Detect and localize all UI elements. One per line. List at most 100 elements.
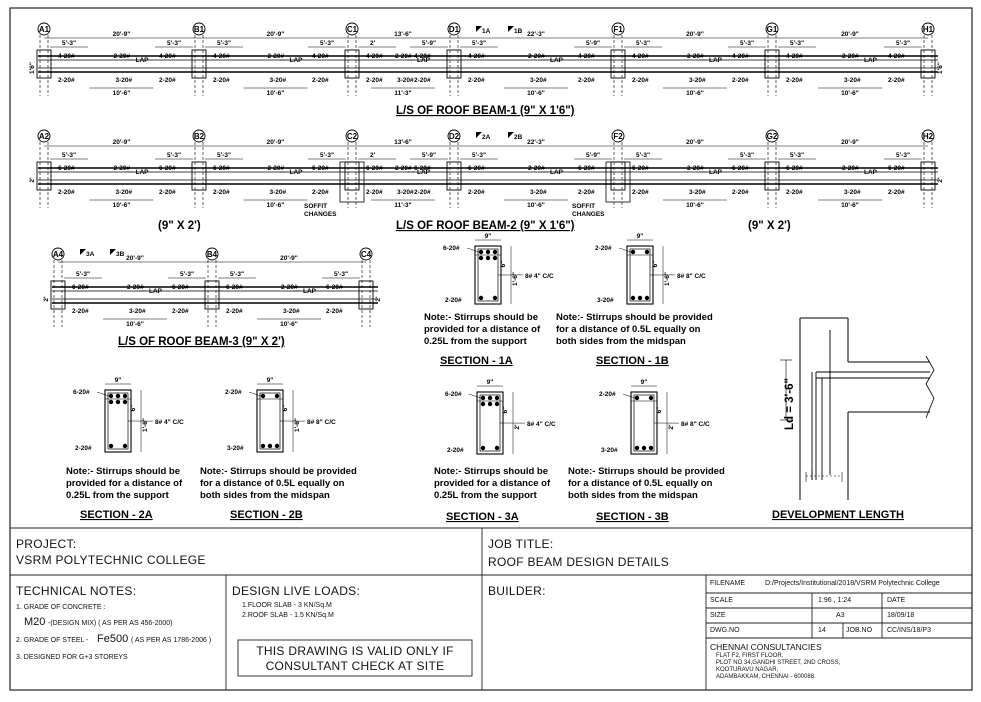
beam1-lap-dimension: 10'-6" bbox=[686, 90, 704, 97]
beam2-bottom-bar-label: 2-20# bbox=[888, 189, 905, 196]
beam2-span-label: 22'-3" bbox=[527, 139, 545, 146]
beam3-top-extra-bar-label: 6-20# bbox=[226, 284, 243, 291]
s3a-note-line: Note:- Stirrups should be bbox=[434, 466, 548, 477]
s1b-top-bar bbox=[645, 250, 649, 254]
development-ld-label: Ld = 3'-6" bbox=[784, 378, 796, 430]
s1b-bottom-bar bbox=[631, 296, 635, 300]
s2a-top-bar bbox=[116, 400, 120, 404]
soffit-label-1b: CHANGES bbox=[304, 211, 337, 218]
company-address-2: PLOT NO 34,GANDHI STREET, 2ND CROSS, bbox=[716, 660, 840, 666]
beam2-column bbox=[447, 162, 461, 190]
beam2-top-extra-bar-label: 6-20# bbox=[468, 165, 485, 172]
s2b-note-line: Note:- Stirrups should be provided bbox=[200, 466, 357, 477]
beam2-grid-label: C2 bbox=[347, 132, 358, 141]
s2a-stirrup-label: 8# 4" C/C bbox=[155, 419, 184, 426]
beam1-span-label: 20'-9" bbox=[113, 31, 131, 38]
beam2-lap-label: LAP bbox=[136, 169, 150, 176]
beam3-title: L/S OF ROOF BEAM-3 (9" X 2') bbox=[118, 336, 285, 348]
beam1-grid-label: B1 bbox=[194, 25, 205, 34]
beam2-bottom-bar-label: 2-20# bbox=[578, 189, 595, 196]
beam3-lap-dimension: 10'-6" bbox=[280, 321, 298, 328]
s3b-top-bar-label: 2-20# bbox=[599, 391, 616, 398]
beam1-lap-dimension: 10'-6" bbox=[113, 90, 131, 97]
beam2-cutoff-length: 5'-3" bbox=[62, 152, 76, 159]
s2a-outline bbox=[105, 390, 131, 452]
beam1-top-extra-bar-label: 4-20# bbox=[578, 53, 595, 60]
beam2-top-extra-bar-label: 6-20# bbox=[578, 165, 595, 172]
beam2-bottom-bar-label: 2-20# bbox=[159, 189, 176, 196]
validity-note-2: CONSULTANT CHECK AT SITE bbox=[238, 659, 472, 673]
s3b-width-label: 9" bbox=[641, 379, 648, 386]
s1a-title: SECTION - 1A bbox=[440, 355, 513, 367]
beam1-column bbox=[447, 50, 461, 78]
beam2-top-extra-bar-label: 6-20# bbox=[58, 165, 75, 172]
beam1-span-label: 20'-9" bbox=[841, 31, 859, 38]
s2a-top-bar bbox=[109, 394, 113, 398]
cross-sections: 9" 1'-6" 6" 6-20# 8# 4" C/C 2-20# Note:- Stirr… bbox=[66, 233, 725, 523]
beam2-top-extra-bar-label: 6-20# bbox=[888, 165, 905, 172]
beam1-cutoff-length: 5'-3" bbox=[167, 40, 181, 47]
beam2-grid-label: G2 bbox=[767, 132, 778, 141]
beam1-grid-label: C1 bbox=[347, 25, 358, 34]
s1b-title: SECTION - 1B bbox=[596, 355, 669, 367]
s1b-depth-label: 1'-6" bbox=[664, 272, 671, 286]
s3b-note-line: Note:- Stirrups should be provided bbox=[568, 466, 725, 477]
s1b-leader bbox=[619, 248, 631, 252]
s2b-bottom-bar-label: 3-20# bbox=[227, 445, 244, 452]
beam1-grid-label: G1 bbox=[767, 25, 778, 34]
beam1-bottom-bar-label: 2-20# bbox=[366, 77, 383, 84]
s2a-depth-label: 1'-6" bbox=[142, 418, 149, 432]
beam2-cutoff-length: 5'-3" bbox=[790, 152, 804, 159]
beam1-column bbox=[345, 50, 359, 78]
s3a-depth-label: 2' bbox=[514, 424, 521, 430]
beam2-lap-label: LAP bbox=[864, 169, 878, 176]
s1a-depth-label: 1'-6" bbox=[512, 272, 519, 286]
beam2-grid-label: A2 bbox=[39, 132, 50, 141]
beam2-cutoff-length: 5'-3" bbox=[217, 152, 231, 159]
s3a-leader bbox=[469, 394, 481, 398]
beam1-cutoff-length: 5'-3" bbox=[217, 40, 231, 47]
beam2-grid-label: F2 bbox=[613, 132, 623, 141]
beam1-top-extra-bar-label: 4-20# bbox=[888, 53, 905, 60]
s3a-note-line: 0.25L from the support bbox=[434, 490, 538, 501]
beam1-span-label: 22'-3" bbox=[527, 31, 545, 38]
beam1-bottom-extra-bar-label: 3-20# bbox=[689, 77, 706, 84]
beam2-span-label: 13'-6" bbox=[394, 139, 412, 146]
beam2-bottom-bar-label: 2-20# bbox=[414, 189, 431, 196]
s3a-top-bar bbox=[488, 402, 492, 406]
s2b-cover-label: 6" bbox=[282, 405, 289, 412]
beam3-span-label: 20'-9" bbox=[280, 255, 298, 262]
s1a-top-bar bbox=[486, 256, 490, 260]
beam1-bottom-extra-bar-label: 3-20# bbox=[116, 77, 133, 84]
beam1-span-label: 20'-9" bbox=[686, 31, 704, 38]
beam1-column bbox=[765, 50, 779, 78]
beam2-top-extra-bar-label: 6-20# bbox=[159, 165, 176, 172]
beam2-bottom-bar-label: 2-20# bbox=[58, 189, 75, 196]
s3a-top-bar-label: 6-20# bbox=[445, 391, 462, 398]
beam2-cutoff-length: 5'-9" bbox=[422, 152, 436, 159]
s3b-outline bbox=[631, 392, 657, 454]
s3b-cover-label: 6" bbox=[656, 407, 663, 414]
beam2-cutoff-length: 5'-9" bbox=[586, 152, 600, 159]
beam3-bottom-bar-label: 2-20# bbox=[326, 308, 343, 315]
beam1-column bbox=[192, 50, 206, 78]
beam3-bottom-bar-label: 2-20# bbox=[226, 308, 243, 315]
beam2-left-title: (9" X 2') bbox=[158, 220, 201, 232]
beam1-top-extra-bar-label: 4-20# bbox=[312, 53, 329, 60]
date-value: 18/09/18 bbox=[887, 612, 914, 619]
beam1-span-label: 13'-6" bbox=[394, 31, 412, 38]
beam2-span-label: 20'-9" bbox=[267, 139, 285, 146]
beam3-cutoff-length: 5'-3" bbox=[334, 271, 348, 278]
beam3-cutoff-length: 5'-3" bbox=[180, 271, 194, 278]
dwg-no-label: DWG.NO bbox=[710, 627, 740, 634]
s1b-note-line: both sides from the midspan bbox=[556, 336, 686, 347]
beam1-bottom-bar-label: 2-20# bbox=[888, 77, 905, 84]
beam3-grid-label: A4 bbox=[53, 250, 64, 259]
s2b-title: SECTION - 2B bbox=[230, 509, 303, 521]
beam2-cutoff-length: 2' bbox=[370, 152, 376, 159]
s1a-stirrup-label: 8# 4" C/C bbox=[525, 273, 554, 280]
company-name: CHENNAI CONSULTANCIES bbox=[710, 642, 822, 652]
